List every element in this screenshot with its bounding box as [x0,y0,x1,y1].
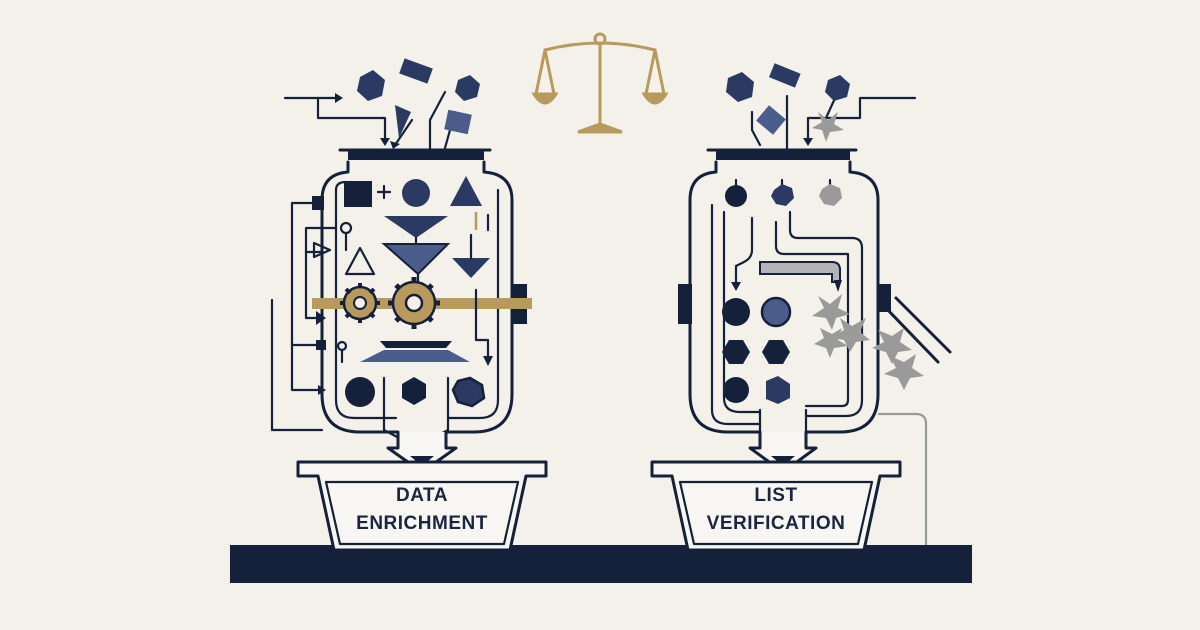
data-enrichment-label-line1: DATA [396,485,448,506]
gear-icon [388,277,440,329]
balance-scale-icon [531,32,669,134]
left-machine [270,58,532,474]
gear-icon [340,283,380,323]
funnel-icon [384,216,448,238]
left-output-bin [296,460,548,552]
rejected-items [812,294,924,390]
reject-shard-icon [812,112,844,142]
list-verification-label-line2: VERIFICATION [706,513,846,534]
list-verification-label-line1: LIST [754,485,798,506]
data-enrichment-label-line2: ENRICHMENT [356,513,488,534]
right-output-bin [650,460,902,552]
data-enrichment-label: DATA ENRICHMENT [322,482,522,538]
right-machine [678,63,952,545]
list-verification-label: LIST VERIFICATION [676,482,876,538]
hexagon-icon [357,70,385,101]
